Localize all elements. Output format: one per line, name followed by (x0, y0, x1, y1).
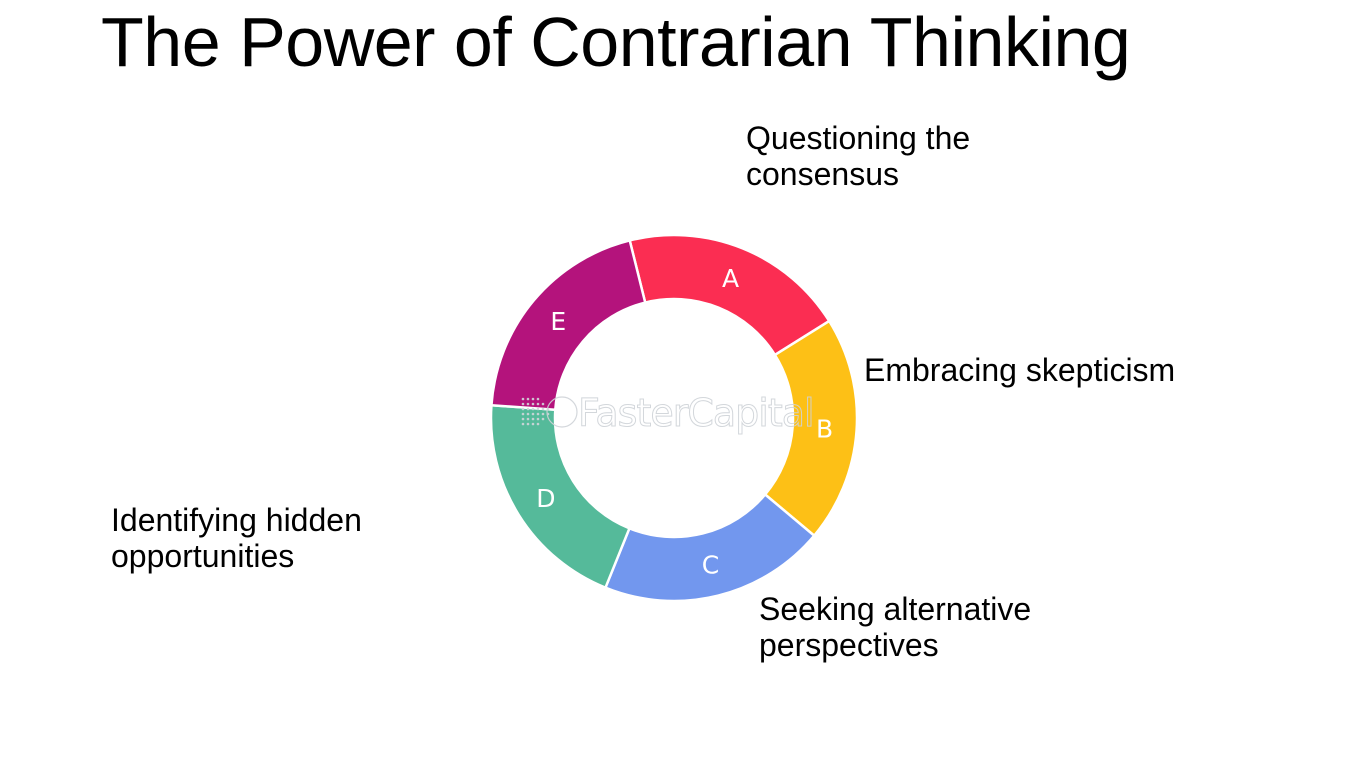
label-d-line-2: opportunities (111, 538, 295, 574)
watermark-dot (526, 407, 530, 411)
label-c-line-2: perspectives (759, 627, 939, 663)
segment-letter-e: E (550, 307, 566, 336)
segment-letter-c: C (702, 551, 719, 580)
label-seeking-alternative-perspectives: Seeking alternative perspectives (759, 591, 1139, 663)
watermark-dot (536, 422, 540, 426)
label-d-line-1: Identifying hidden (111, 502, 362, 538)
watermark-dot (531, 397, 535, 401)
watermark-dot (536, 397, 540, 401)
watermark-dot (521, 407, 525, 411)
page-title: The Power of Contrarian Thinking (101, 3, 1131, 81)
watermark-dot (521, 397, 525, 401)
ring-segment-a (628, 233, 831, 357)
watermark-dot (541, 407, 545, 411)
watermark-text: FasterCapital (578, 391, 814, 435)
label-c-line-1: Seeking alternative (759, 591, 1032, 627)
watermark-dot (521, 412, 525, 416)
watermark-dot (541, 412, 545, 416)
watermark-dot (531, 402, 535, 406)
watermark-dot (526, 402, 530, 406)
label-embracing-skepticism: Embracing skepticism (864, 352, 1244, 388)
label-a-line-1: Questioning the (746, 120, 971, 156)
label-identifying-hidden-opportunities: Identifying hidden opportunities (111, 502, 491, 574)
label-a-line-2: consensus (746, 156, 899, 192)
watermark-dot (541, 417, 545, 421)
segment-letter-d: D (536, 484, 555, 513)
watermark-dot (526, 412, 530, 416)
segment-letter-b: B (816, 415, 833, 444)
ring-segment-c (603, 492, 816, 603)
watermark-dot (531, 412, 535, 416)
watermark-dot (531, 407, 535, 411)
watermark-dot (526, 417, 530, 421)
watermark-dot (521, 402, 525, 406)
ring-segments (489, 233, 859, 603)
watermark-dot (536, 412, 540, 416)
watermark-dot (536, 417, 540, 421)
watermark-dot (526, 422, 530, 426)
watermark-dot (541, 402, 545, 406)
watermark-dot (536, 402, 540, 406)
watermark-dot (521, 417, 525, 421)
segment-letter-a: A (722, 264, 739, 293)
watermark-dot (531, 422, 535, 426)
watermark-dot (536, 407, 540, 411)
watermark-gear-icon (546, 396, 578, 428)
watermark-logo: FasterCapital (521, 391, 815, 436)
watermark-dot (521, 422, 525, 426)
ring-segment-e (490, 238, 647, 412)
label-b-line-1: Embracing skepticism (864, 352, 1176, 388)
label-questioning-the-consensus: Questioning the consensus (746, 120, 1126, 192)
watermark-dot (526, 397, 530, 401)
watermark-dot (531, 417, 535, 421)
ring-segment-letters: A B C D E (536, 264, 833, 580)
